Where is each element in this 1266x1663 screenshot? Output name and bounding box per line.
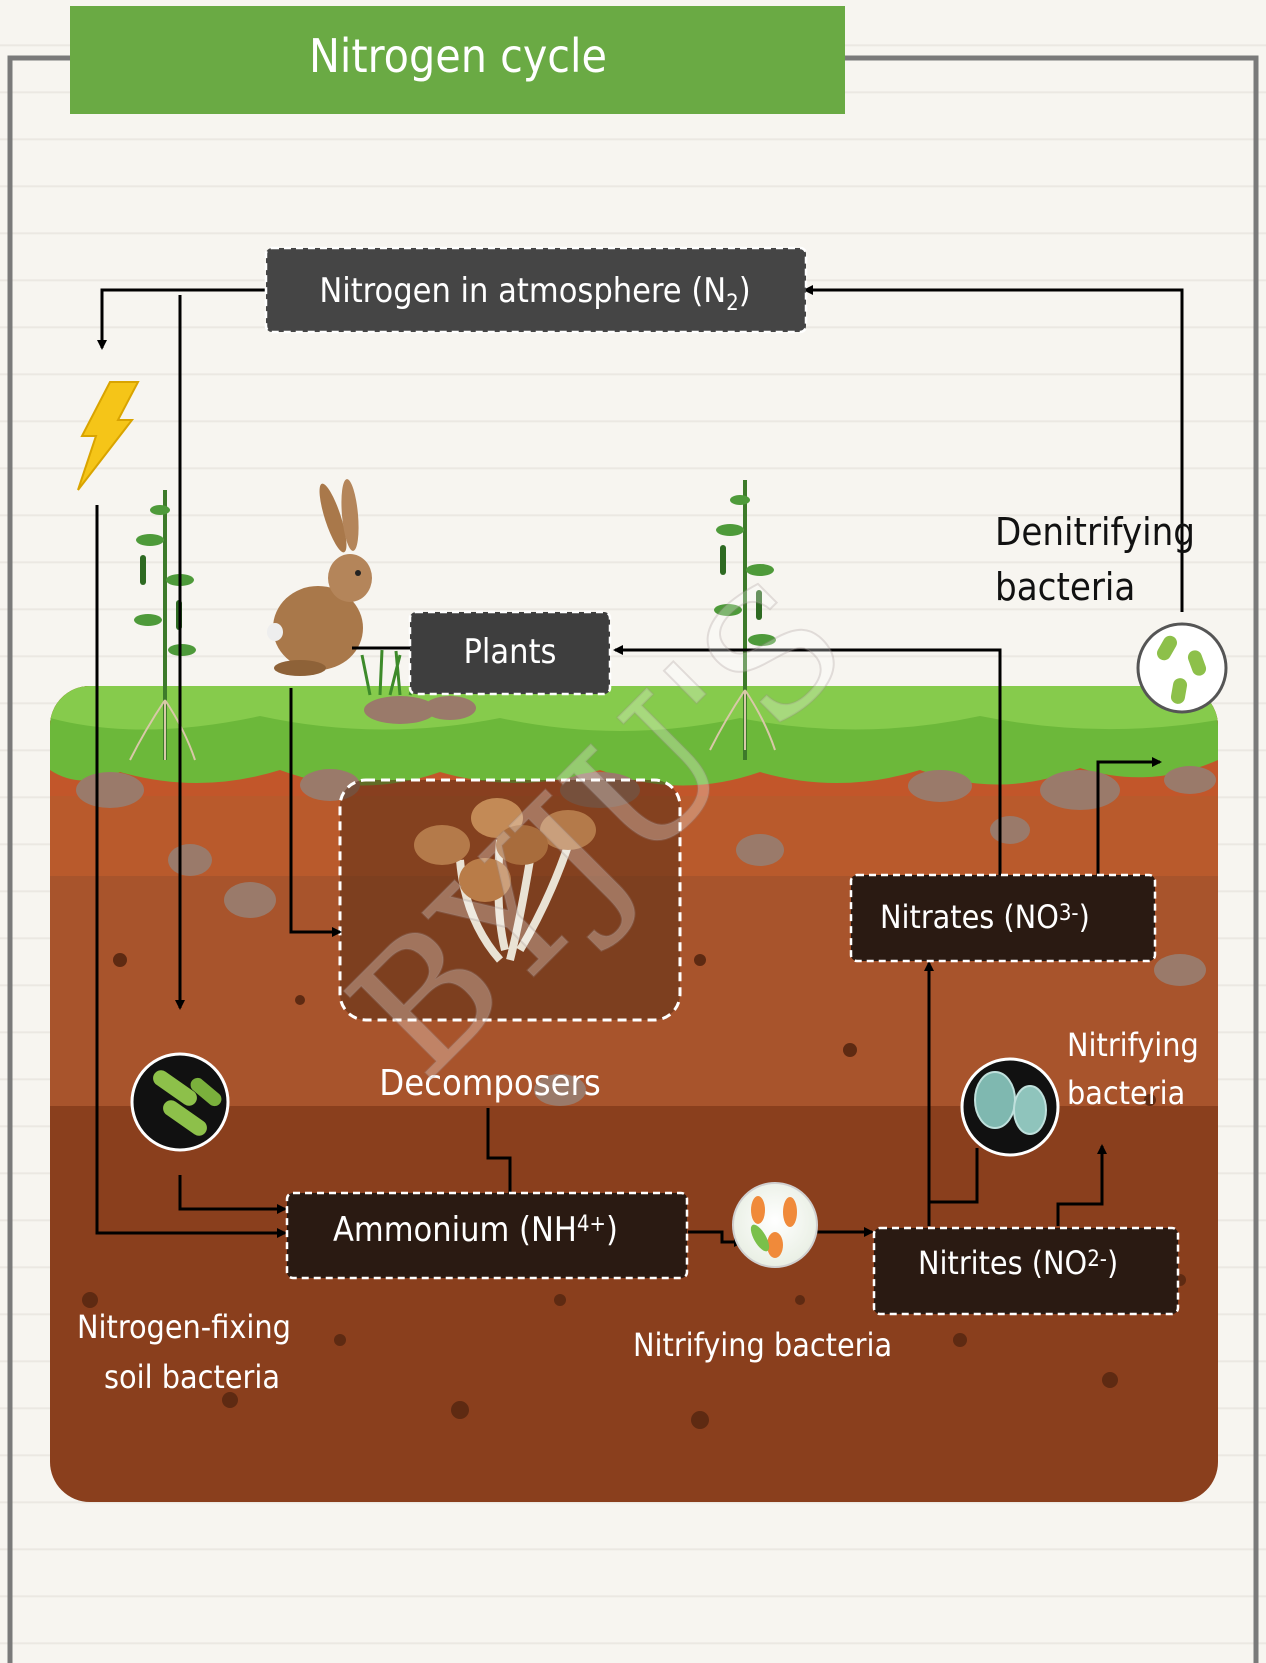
label-denitrifying-bacteria: Denitrifying bacteria: [995, 510, 1195, 609]
svg-text:Nitrogen-fixing: Nitrogen-fixing: [77, 1308, 291, 1346]
node-ammonium: Ammonium (NH4+): [287, 1193, 687, 1278]
node-nitrates: Nitrates (NO3-): [851, 875, 1155, 961]
node-atmosphere: Nitrogen in atmosphere (N2): [266, 248, 806, 332]
svg-text:Denitrifying: Denitrifying: [995, 510, 1195, 554]
bacteria-icon: [733, 1183, 817, 1267]
svg-text:Nitrates (NO3-): Nitrates (NO3-): [880, 898, 1090, 936]
bacteria-icon: [1138, 624, 1226, 712]
node-nitrites: Nitrites (NO2-): [874, 1228, 1178, 1314]
svg-text:Nitrogen in atmosphere (N2): Nitrogen in atmosphere (N2): [319, 271, 750, 316]
bacteria-icon: [962, 1059, 1058, 1155]
arrow-atmosphere-to-lightning: [102, 290, 266, 348]
svg-text:soil bacteria: soil bacteria: [104, 1358, 280, 1396]
svg-text:Plants: Plants: [463, 632, 556, 672]
node-plants: Plants: [410, 612, 610, 694]
arrow-denitrifying-to-atmosphere: [805, 290, 1182, 612]
svg-text:bacteria: bacteria: [995, 565, 1135, 609]
label-nitrifying-bacteria-bottom: Nitrifying bacteria: [633, 1326, 892, 1364]
svg-text:Nitrifying: Nitrifying: [1067, 1026, 1199, 1064]
lightning-bolt-icon: [78, 382, 138, 490]
title-bar: Nitrogen cycle: [70, 6, 845, 114]
page-title: Nitrogen cycle: [309, 29, 607, 83]
svg-text:Ammonium (NH4+): Ammonium (NH4+): [333, 1210, 618, 1250]
rabbit-icon: [267, 478, 372, 676]
bacteria-icon: [132, 1054, 228, 1150]
svg-text:bacteria: bacteria: [1067, 1074, 1185, 1112]
